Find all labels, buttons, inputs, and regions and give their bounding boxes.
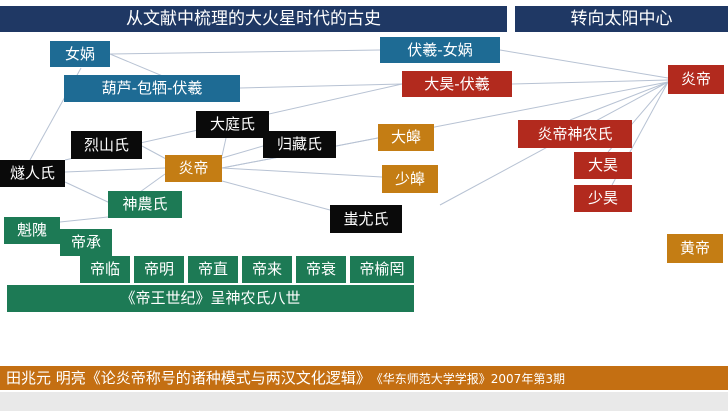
citation-footer: 田兆元 明亮《论炎帝称号的诸种模式与两汉文化逻辑》《华东师范大学学报》2007年… [0,366,728,390]
node-huangdi: 黄帝 [667,234,723,263]
node-dahao-orange: 大皞 [378,124,434,151]
emperor-box: 帝来 [242,256,292,283]
node-dicheng: 帝承 [60,229,112,256]
emperor-box: 帝明 [134,256,184,283]
node-guicang: 归藏氏 [263,131,336,158]
node-lieshan: 烈山氏 [71,131,142,159]
bottom-shadow-strip [0,392,728,411]
emperor-box: 帝榆罔 [350,256,414,283]
header-right-title: 转向太阳中心 [515,6,728,32]
node-shaohao-orange: 少皞 [382,165,438,193]
node-fuxi-nuwa: 伏羲-女娲 [380,37,500,63]
node-yandi-right: 炎帝 [668,65,724,94]
node-dahao-fuxi: 大昊-伏羲 [402,71,512,97]
node-yandi-shennong: 炎帝神农氏 [518,120,632,148]
diwang-shiji-banner: 《帝王世纪》呈神农氏八世 [7,285,414,312]
node-suiren: 燧人氏 [0,160,65,187]
node-yandi-mid: 炎帝 [165,155,222,182]
node-dahao-red: 大昊 [574,152,632,179]
emperor-box: 帝衰 [296,256,346,283]
node-nuwa: 女娲 [50,41,110,67]
node-shennong: 神農氏 [108,191,182,218]
node-shaohao-red: 少昊 [574,185,632,212]
citation-source: 《华东师范大学学报》2007年第3期 [376,372,565,386]
header-left-title: 从文献中梳理的大火星时代的古史 [0,6,507,32]
node-hulu-baoxi-fuxi: 葫芦-包牺-伏羲 [64,75,240,102]
emperor-box: 帝临 [80,256,130,283]
node-chiyou: 蚩尤氏 [330,205,402,233]
node-kuiwei: 魁隗 [4,217,60,244]
citation-main: 田兆元 明亮《论炎帝称号的诸种模式与两汉文化逻辑》 [6,369,371,387]
emperor-box: 帝直 [188,256,238,283]
node-dating: 大庭氏 [196,111,269,138]
